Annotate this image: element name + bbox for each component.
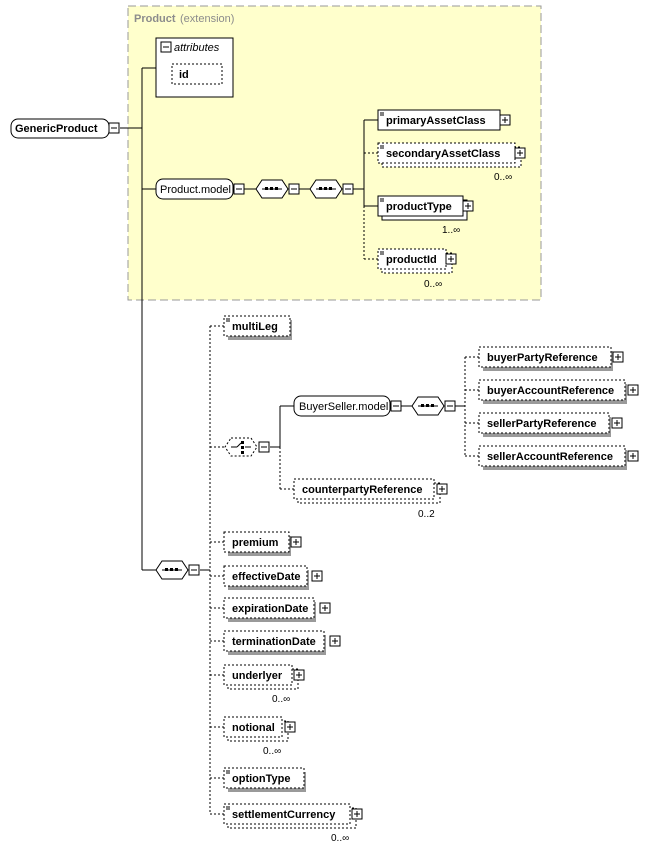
element-option-type[interactable]: optionType	[223, 767, 306, 792]
element-label: notional	[232, 722, 275, 734]
element-counterparty-reference[interactable]: counterpartyReference 0..2	[293, 478, 448, 520]
cardinality-label: 0..2	[418, 509, 435, 520]
element-buyer-account-reference[interactable]: buyerAccountReference	[478, 379, 639, 404]
element-label: settlementCurrency	[232, 809, 336, 821]
element-notional[interactable]: notional 0..∞	[223, 716, 296, 757]
element-label: terminationDate	[232, 636, 316, 648]
sequence-compositor-icon[interactable]	[309, 179, 354, 199]
svg-text:Product (extension): Product (extension)	[134, 9, 234, 26]
cardinality-label: 0..∞	[424, 279, 442, 290]
element-label: expirationDate	[232, 603, 308, 615]
attribute-id: id	[179, 69, 189, 81]
attributes-group: attributes id	[155, 37, 234, 98]
connectors	[120, 67, 479, 815]
element-secondary-asset-class[interactable]: secondaryAssetClass 0..∞	[377, 142, 526, 183]
element-label: sellerPartyReference	[487, 418, 596, 430]
choice-compositor-icon[interactable]	[224, 437, 270, 457]
element-settlement-currency[interactable]: settlementCurrency 0..∞	[223, 803, 363, 844]
element-product-type[interactable]: productType 1..∞	[377, 195, 474, 236]
element-product-id[interactable]: productId 0..∞	[377, 248, 457, 290]
element-label: secondaryAssetClass	[386, 148, 500, 160]
buyer-seller-model-label: BuyerSeller.model	[299, 401, 388, 413]
element-label: underlyer	[232, 670, 283, 682]
element-label: primaryAssetClass	[386, 115, 486, 127]
generic-product-label: GenericProduct	[15, 123, 98, 135]
cardinality-label: 0..∞	[494, 172, 512, 183]
element-effective-date[interactable]: effectiveDate	[223, 565, 323, 590]
element-label: multiLeg	[232, 321, 278, 333]
element-label: buyerPartyReference	[487, 352, 598, 364]
element-label: premium	[232, 537, 279, 549]
element-seller-party-reference[interactable]: sellerPartyReference	[478, 412, 623, 437]
attributes-label: attributes	[174, 42, 220, 54]
extension-title: Product	[134, 13, 176, 25]
main-sequence-compositor-icon[interactable]	[155, 560, 200, 580]
element-label: effectiveDate	[232, 571, 300, 583]
product-model-label: Product.model	[160, 184, 231, 196]
cardinality-label: 0..∞	[272, 694, 290, 705]
element-label: productId	[386, 254, 437, 266]
element-label: sellerAccountReference	[487, 451, 613, 463]
element-multi-leg[interactable]: multiLeg	[223, 315, 292, 340]
product-model-group[interactable]: Product.model	[155, 178, 245, 200]
cardinality-label: 1..∞	[442, 225, 460, 236]
element-primary-asset-class[interactable]: primaryAssetClass	[377, 109, 511, 131]
element-label: optionType	[232, 773, 290, 785]
cardinality-label: 0..∞	[331, 833, 349, 844]
element-label: productType	[386, 201, 452, 213]
cardinality-label: 0..∞	[263, 746, 281, 757]
element-expiration-date[interactable]: expirationDate	[223, 597, 331, 622]
generic-product-element[interactable]: GenericProduct	[10, 118, 120, 139]
sequence-compositor-icon[interactable]	[255, 179, 300, 199]
element-seller-account-reference[interactable]: sellerAccountReference	[478, 445, 639, 470]
element-label: counterpartyReference	[302, 484, 422, 496]
buyer-seller-model-group[interactable]: BuyerSeller.model	[293, 395, 402, 417]
element-label: buyerAccountReference	[487, 385, 614, 397]
sequence-compositor-icon[interactable]	[411, 396, 456, 416]
element-termination-date[interactable]: terminationDate	[223, 630, 341, 655]
extension-suffix: (extension)	[180, 13, 234, 25]
element-premium[interactable]: premium	[223, 531, 302, 556]
element-buyer-party-reference[interactable]: buyerPartyReference	[478, 346, 624, 371]
element-underlyer[interactable]: underlyer 0..∞	[223, 664, 305, 705]
